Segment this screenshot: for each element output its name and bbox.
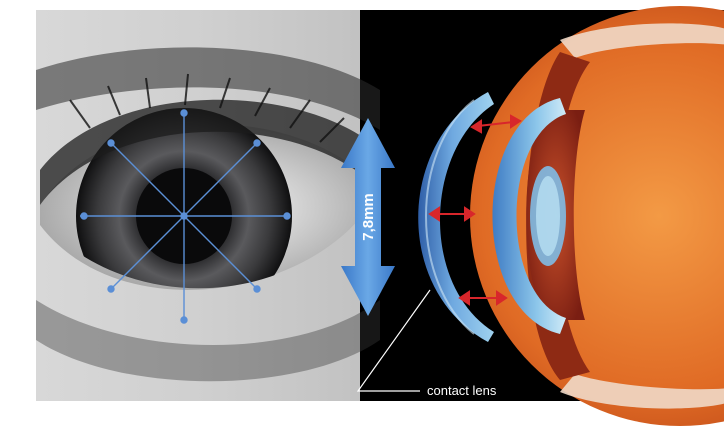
guide-dot-right	[284, 213, 290, 219]
guide-dot-bottom	[181, 317, 187, 323]
guide-dot-top	[181, 110, 187, 116]
guide-dot-top-left	[108, 140, 114, 146]
guide-dot-top-right	[254, 140, 260, 146]
guide-dot-bottom-right	[254, 286, 260, 292]
guide-center	[181, 213, 187, 219]
diameter-label: 7,8mm	[360, 193, 377, 241]
guide-dot-bottom-left	[108, 286, 114, 292]
guide-dot-left	[81, 213, 87, 219]
callout-label: contact lens	[427, 383, 497, 398]
